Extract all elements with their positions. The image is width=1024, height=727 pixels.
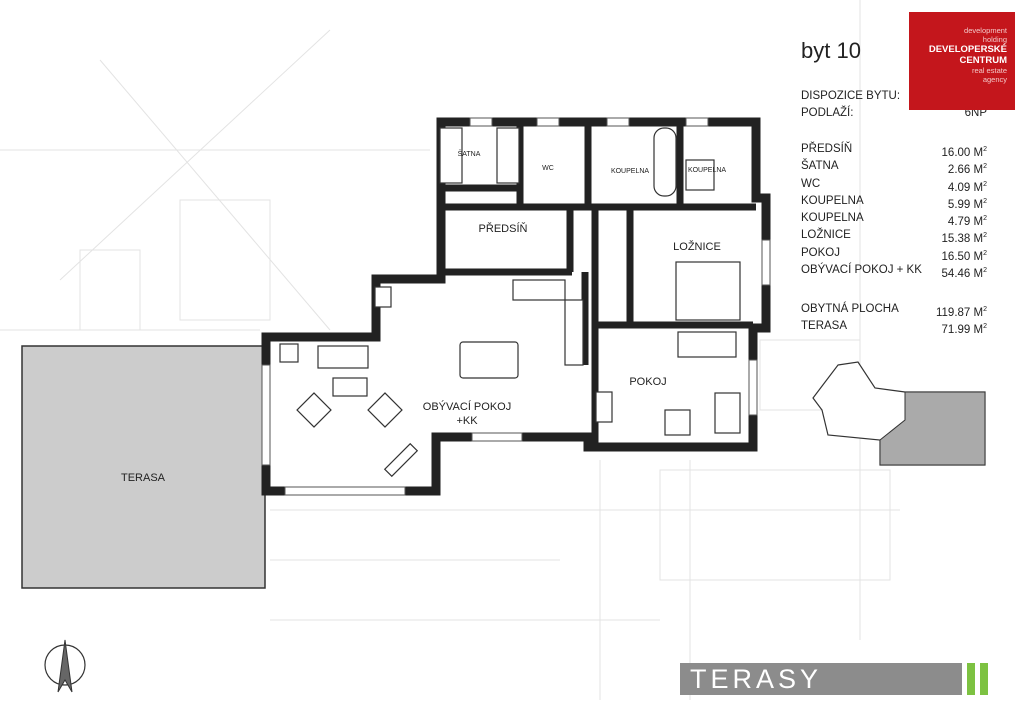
label-obyvaci: OBÝVACÍ POKOJ [423,400,511,413]
area-name: OBYTNÁ PLOCHA [801,303,899,315]
podlazi-value: 6NP [964,107,987,120]
area-name: OBÝVACÍ POKOJ + KK [801,264,922,277]
area-row: WC 4.09 M2 [801,176,987,194]
area-value: 16.50 M2 [941,249,987,263]
area-name: WC [801,177,821,190]
area-value: 71.99 M2 [941,323,987,337]
logo-text: holding [982,35,1007,44]
label-wc: WC [542,165,554,172]
label-pokoj: POKOJ [629,376,666,388]
area-row: OBÝVACÍ POKOJ + KK 54.46 M2 [801,262,987,280]
area-value: 119.87 M2 [935,306,987,319]
area-value: 4.09 M2 [947,180,987,194]
label-loznice: LOŽNICE [673,240,721,253]
area-value: 4.79 M2 [947,215,987,229]
total-areas: OBYTNÁ PLOCHA 119.87 M2 TERASA 71.99 M2 [801,301,987,336]
north-arrow-icon [44,639,86,693]
label-predsin: PŘEDSÍŇ [479,222,528,235]
logo-text: agency [982,75,1007,84]
label-koupelna-2: KOUPELNA [688,167,726,174]
podlazi-label: PODLAŽÍ: [801,107,854,120]
area-value: 5.99 M2 [947,197,987,211]
label-terasa: TERASA [121,472,166,484]
area-value: 2.66 M2 [947,163,987,177]
area-row: TERASA 71.99 M2 [801,318,987,337]
project-brand: TERASY PRAŽSKÁ [680,663,962,726]
area-row: KOUPELNA 4.79 M2 [801,210,987,229]
dispozice-label: DISPOZICE BYTU: [801,90,901,102]
logo-text: DEVELOPERSKÉ [928,44,1007,55]
area-name: KOUPELNA [801,212,864,225]
area-name: KOUPELNA [801,194,864,207]
area-value: 54.46 M2 [941,267,987,280]
terrace-area [21,345,266,589]
inner-walls [441,122,756,447]
logo-text: CENTRUM [959,55,1008,66]
logo-text: real estate [971,66,1007,75]
area-name: TERASA [801,320,848,333]
area-name: LOŽNICE [801,229,851,242]
area-row: LOŽNICE 15.38 M2 [801,227,987,246]
logo-text: development [964,26,1007,35]
furniture [279,127,741,478]
location-minimap [812,361,986,466]
brand-bar [980,663,988,695]
apartment-title: byt 10 [801,38,861,63]
area-row: POKOJ 16.50 M2 [801,245,987,263]
area-row: OBYTNÁ PLOCHA 119.87 M2 [801,301,987,319]
area-name: PŘEDSÍŇ [801,143,853,155]
info-header: DISPOZICE BYTU: PODLAŽÍ: 6NP [801,88,987,123]
windows [261,117,771,496]
label-satna: ŠATNA [458,149,481,158]
label-koupelna-1: KOUPELNA [611,168,649,175]
area-name: POKOJ [801,246,840,259]
area-row: ŠATNA 2.66 M2 [801,158,987,177]
area-name: ŠATNA [801,160,839,173]
label-kk: +KK [456,415,478,427]
area-value: 16.00 M2 [941,146,987,159]
area-row: PŘEDSÍŇ 16.00 M2 [801,141,987,159]
area-value: 15.38 M2 [941,232,987,246]
area-row: KOUPELNA 5.99 M2 [801,193,987,211]
brand-bar [967,663,975,695]
developer-logo: development holding DEVELOPERSKÉ CENTRUM… [909,12,1015,110]
